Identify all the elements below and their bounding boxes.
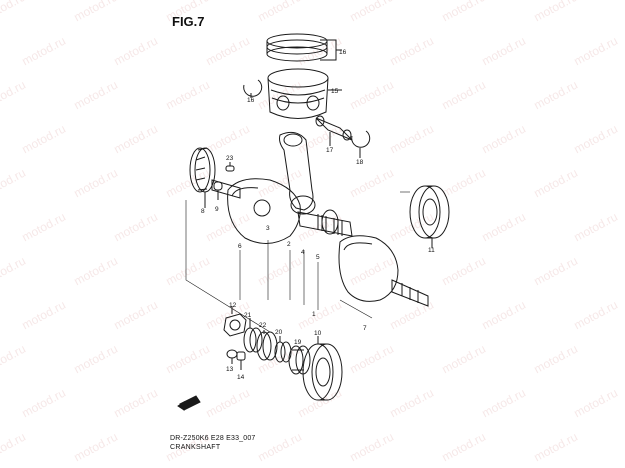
callout-piston: 15: [331, 88, 339, 95]
callout-key: 23: [226, 155, 234, 162]
callout-conrod: 2: [287, 241, 291, 248]
callout-spacer: 20: [275, 329, 283, 336]
callout-bolt: 14: [237, 374, 245, 381]
bolt: [236, 351, 246, 370]
callout-pin-bearing: 3: [266, 225, 270, 232]
callout-crankpin: 4: [301, 249, 305, 256]
callout-gear-left: 8: [201, 208, 205, 215]
gear-b: [256, 330, 278, 361]
callout-washer: 9: [215, 206, 219, 213]
callout-piston-rings: 16: [339, 49, 347, 56]
callout-piston-pin: 17: [326, 147, 334, 154]
callout-circlip-left: 16: [247, 97, 255, 104]
nut: [223, 306, 247, 337]
bearing-lower: [288, 345, 311, 375]
key: [225, 162, 235, 172]
callout-nut: 12: [229, 302, 237, 309]
piston-pin: [315, 115, 353, 146]
guide-lines: [185, 191, 410, 333]
callout-gear-a: 21: [244, 312, 252, 319]
figure-code: DR-Z250K6 E28 E33_007: [170, 435, 256, 442]
bearing-lower-large: [302, 336, 343, 401]
figure-name: CRANKSHAFT: [170, 444, 221, 451]
callout-pin-washer: 5: [316, 254, 320, 261]
callout-crankshaft: 1: [312, 311, 316, 318]
bearing-right: [409, 185, 450, 248]
washer-small: [226, 349, 238, 364]
callout-gear-b: 22: [259, 322, 267, 329]
callout-washer-small: 13: [226, 366, 234, 373]
piston-rings: [266, 33, 342, 62]
figure-title: FIG.7: [172, 14, 205, 29]
callout-bearing-lower: 19: [294, 339, 302, 346]
callout-circlip-right: 18: [356, 159, 364, 166]
circlip-left: [243, 79, 263, 98]
callout-bearing-right: 11: [428, 247, 435, 254]
front-arrow-icon: [177, 395, 201, 411]
spacer: [274, 336, 292, 363]
callout-crank-web-right: 7: [363, 325, 367, 332]
crankshaft-assembly: [211, 131, 429, 307]
callout-crank-web-left: 6: [238, 243, 242, 250]
gear-left: [189, 147, 216, 208]
circlip-right: [351, 130, 371, 158]
piston: [267, 68, 342, 119]
callout-bearing-lower-large: 10: [314, 330, 322, 337]
